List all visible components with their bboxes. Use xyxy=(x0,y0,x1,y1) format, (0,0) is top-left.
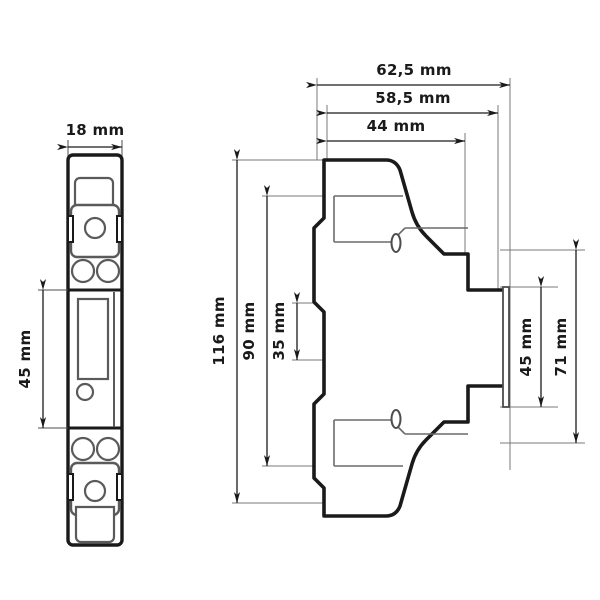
top-terminal-clip-left xyxy=(67,215,74,243)
oval-slot-lower xyxy=(390,409,402,429)
wire-entry-hole-left xyxy=(70,258,96,284)
dimension-58-5mm-label: 58,5 mm xyxy=(375,89,451,107)
dimension-58-5mm: 58,5 mm xyxy=(316,89,498,117)
oval-slot-upper xyxy=(390,233,402,253)
wire-entry-hole-right-bottom xyxy=(95,436,121,462)
front-top-terminal xyxy=(67,176,123,284)
display-window-rectangle xyxy=(76,297,110,381)
dimension-45mm-front-label: 45 mm xyxy=(16,330,34,389)
front-view-group: 18 mm xyxy=(16,121,125,547)
dimension-18mm: 18 mm xyxy=(57,121,125,151)
dimension-62-5mm-label: 62,5 mm xyxy=(376,61,452,79)
dimension-35mm-label: 35 mm xyxy=(270,302,288,361)
wire-entry-hole-right xyxy=(95,258,121,284)
dimension-45mm-side-label: 45 mm xyxy=(517,318,535,377)
front-bottom-terminal xyxy=(67,436,123,544)
wire-entry-hole-left-bottom xyxy=(70,436,96,462)
front-section-separators xyxy=(68,288,122,430)
right-edge-slot xyxy=(502,286,510,408)
dimension-116mm-label: 116 mm xyxy=(210,296,228,366)
dimension-35mm: 35 mm xyxy=(270,292,301,361)
screw-head-circle xyxy=(83,216,107,240)
dimension-90mm-label: 90 mm xyxy=(240,302,258,361)
bottom-terminal-clip-right xyxy=(116,473,123,501)
dimension-45mm-side: 45 mm xyxy=(517,276,545,407)
dimension-90mm: 90 mm xyxy=(240,185,271,466)
led-indicator-hole xyxy=(75,382,95,402)
dimension-45mm-front: 45 mm xyxy=(16,279,68,429)
side-profile-outline xyxy=(312,158,510,518)
dimension-18mm-label: 18 mm xyxy=(66,121,125,139)
front-center-face xyxy=(75,292,115,427)
dimension-71mm: 71 mm xyxy=(552,239,580,443)
dimension-71mm-label: 71 mm xyxy=(552,318,570,377)
dimension-116mm: 116 mm xyxy=(210,149,241,503)
dimension-62-5mm: 62,5 mm xyxy=(306,61,510,89)
screw-head-circle-bottom xyxy=(83,479,107,503)
side-view-group: 62,5 mm 58,5 mm 44 mm xyxy=(210,61,585,518)
bottom-terminal-clip-left xyxy=(67,473,74,501)
dimension-44mm: 44 mm xyxy=(316,117,465,145)
top-terminal-clip-right xyxy=(116,215,123,243)
dimension-44mm-label: 44 mm xyxy=(367,117,426,135)
bottom-terminal-tab xyxy=(74,505,116,544)
